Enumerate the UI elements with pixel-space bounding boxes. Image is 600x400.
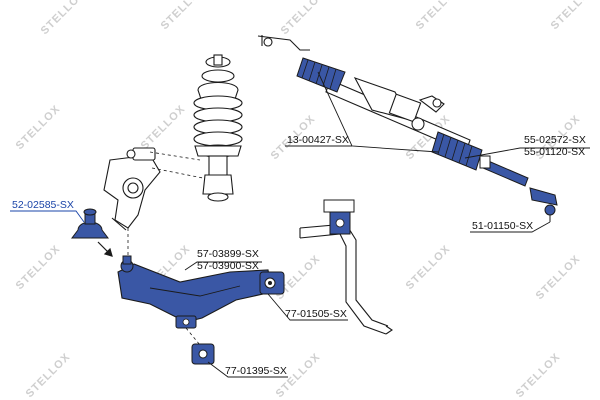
- leader-line-control-arm: [184, 261, 262, 271]
- watermark-text: STELLOX: [14, 103, 63, 152]
- stabilizer-bushing: [323, 199, 355, 235]
- part-label-front-bushing[interactable]: 77-01395-SX: [225, 365, 287, 377]
- leader-line-rear-bushing: [267, 293, 348, 321]
- watermark-text: STELLOX: [159, 0, 208, 32]
- steering-knuckle: [103, 147, 161, 231]
- watermark-text: STELLOX: [139, 103, 188, 152]
- part-label-rack-boot-1[interactable]: 55-02572-SX: [524, 134, 586, 146]
- rack-boot-right: [431, 131, 483, 171]
- watermark-text: STELLOX: [39, 0, 88, 37]
- part-label-control-arm-2[interactable]: 57-03900-SX: [197, 260, 259, 272]
- steering-rack: [257, 35, 471, 153]
- strut-assembly: [193, 54, 243, 202]
- watermark-text: STELLOX: [534, 253, 583, 302]
- watermark-text: STELLOX: [404, 243, 453, 292]
- strut-knuckle-guide-lines: [127, 151, 204, 255]
- lower-control-arm: [117, 255, 273, 329]
- tie-rod-end: [529, 187, 558, 222]
- ball-joint: [71, 208, 109, 239]
- leader-lines: [10, 71, 590, 378]
- ball-joint-arrow: [97, 241, 113, 257]
- watermark-text: STELLOX: [24, 351, 73, 400]
- part-label-tie-rod-end[interactable]: 51-01150-SX: [472, 220, 533, 232]
- rear-bushing: [259, 271, 285, 295]
- tie-rod: [479, 155, 529, 187]
- part-label-control-arm-1[interactable]: 57-03899-SX: [197, 248, 259, 260]
- watermark-text: STELLOX: [14, 243, 63, 292]
- leader-line-ball-joint: [10, 210, 85, 223]
- part-label-ball-joint[interactable]: 52-02585-SX: [12, 199, 74, 211]
- part-label-rack-boot-2[interactable]: 55-01120-SX: [524, 146, 585, 158]
- part-label-steering-rack[interactable]: 13-00427-SX: [287, 134, 349, 146]
- watermark-text: STELLOX: [279, 0, 328, 37]
- part-label-rear-bushing[interactable]: 77-01505-SX: [285, 308, 347, 320]
- leader-line-front-bushing: [207, 361, 288, 378]
- rack-boot-left: [296, 57, 346, 93]
- part-labels: 52-02585-SX 13-00427-SX 55-02572-SX 55-0…: [12, 134, 586, 377]
- leader-line-tie-rod-end: [470, 221, 551, 233]
- leader-line-rack-boots: [464, 147, 590, 159]
- watermark-text: STELLOX: [549, 0, 598, 32]
- front-bushing: [185, 327, 215, 365]
- watermark-text: STELLOX: [414, 0, 463, 32]
- watermark-text: STELLOX: [514, 351, 563, 400]
